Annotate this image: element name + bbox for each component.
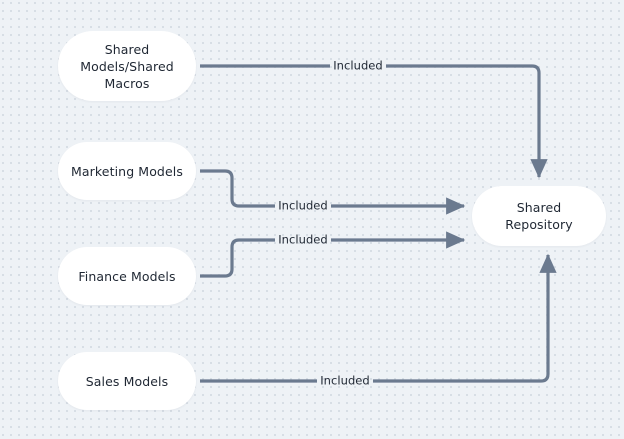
node-sales-models[interactable]: Sales Models bbox=[58, 352, 196, 410]
node-shared-models[interactable]: Shared Models/Shared Macros bbox=[58, 31, 196, 101]
node-sales-models-label: Sales Models bbox=[85, 373, 169, 389]
edge-path-sales-models bbox=[200, 255, 548, 383]
edge-path-marketing-models bbox=[200, 169, 464, 206]
node-shared-models-label: Shared Models/Shared Macros bbox=[80, 41, 174, 91]
edge-path-finance-models bbox=[200, 240, 464, 278]
edge-path-shared-models bbox=[200, 64, 539, 177]
edge-label-finance-models: Included bbox=[278, 232, 328, 247]
edge-label-marketing-models: Included bbox=[278, 198, 328, 213]
node-marketing-models-label: Marketing Models bbox=[71, 163, 183, 179]
node-shared-repository[interactable]: Shared Repository bbox=[472, 186, 606, 246]
edge-label-shared-models: Included bbox=[333, 58, 383, 73]
node-finance-models[interactable]: Finance Models bbox=[58, 247, 196, 305]
node-finance-models-label: Finance Models bbox=[78, 268, 176, 284]
node-shared-repository-label: Shared Repository bbox=[505, 200, 573, 232]
node-marketing-models[interactable]: Marketing Models bbox=[58, 142, 196, 200]
edge-label-sales-models: Included bbox=[320, 373, 370, 388]
